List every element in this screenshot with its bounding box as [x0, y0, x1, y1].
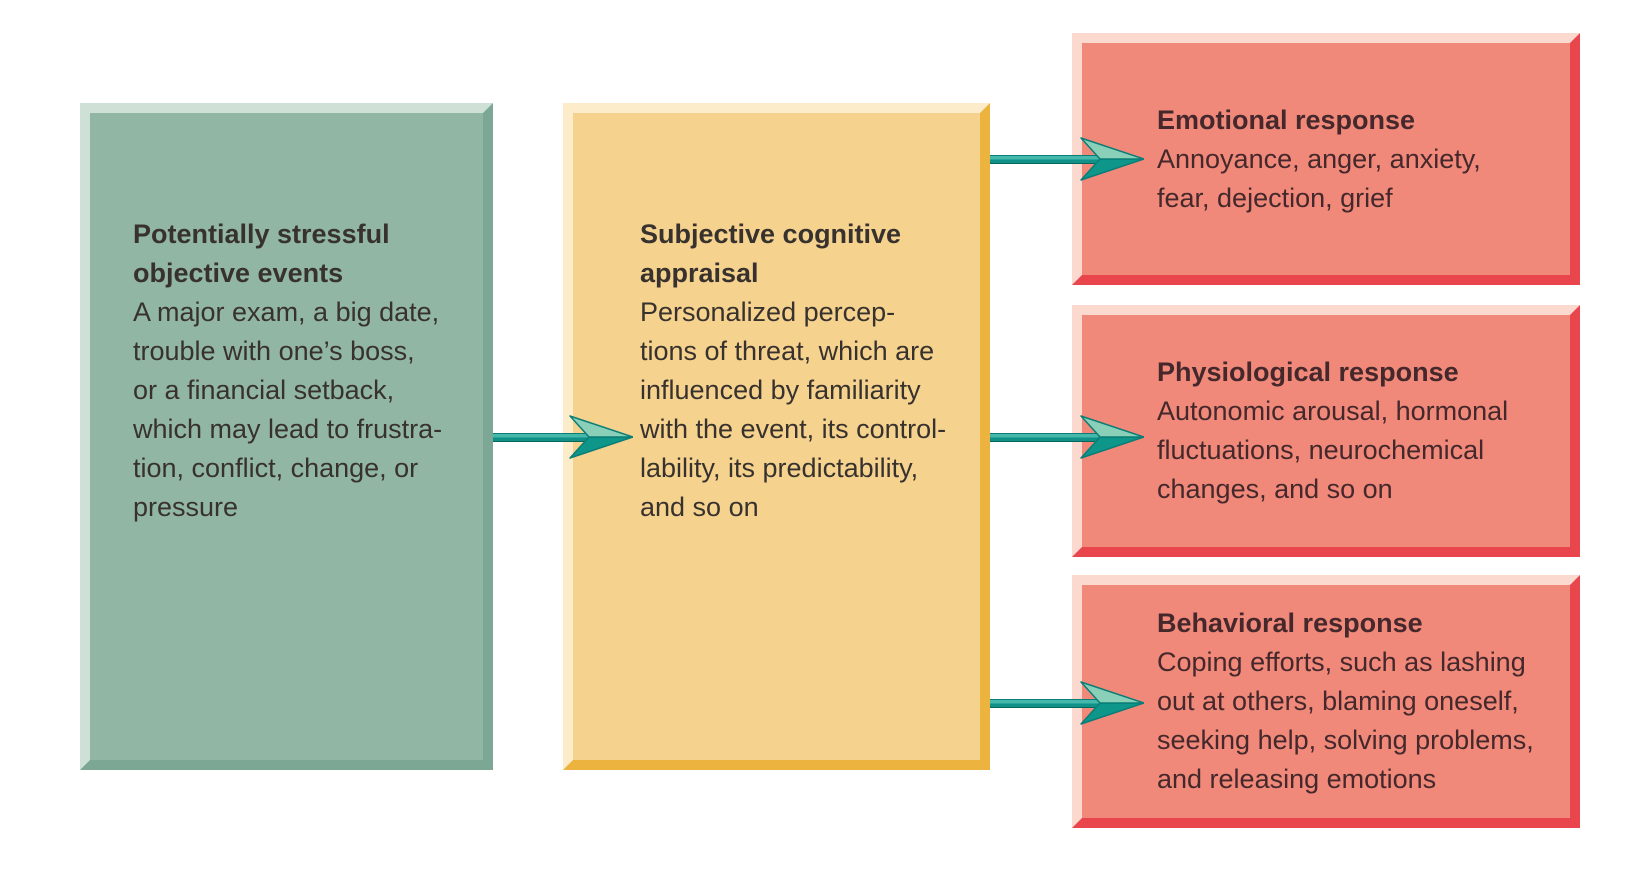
arrow-events-to-appraisal: [493, 415, 633, 459]
arrow-shaft: [990, 433, 1116, 442]
arrow-appraisal-to-behavioral: [990, 681, 1144, 725]
cognitive-appraisal-box: Subjective cognitive appraisal Personali…: [563, 103, 990, 770]
behavioral-response-body: Coping efforts, such as lashing out at o…: [1157, 647, 1534, 794]
objective-events-heading: Potentially stressful objective events: [133, 219, 390, 288]
objective-events-body: A major exam, a big date, trouble with o…: [133, 297, 443, 522]
cognitive-appraisal-body: Personalized percep- tions of threat, wh…: [640, 297, 947, 522]
arrow-head-icon: [1080, 415, 1144, 459]
arrow-appraisal-to-physiological: [990, 415, 1144, 459]
arrow-shaft: [990, 699, 1116, 708]
arrow-shaft: [493, 433, 605, 442]
behavioral-response-box: Behavioral response Coping efforts, such…: [1072, 575, 1580, 828]
emotional-response-heading: Emotional response: [1157, 104, 1416, 135]
physiological-response-body: Autonomic arousal, hormonal fluctuations…: [1157, 396, 1509, 504]
physiological-response-box: Physiological response Autonomic arousal…: [1072, 305, 1580, 557]
cognitive-appraisal-content: Subjective cognitive appraisal Personali…: [573, 113, 980, 527]
cognitive-appraisal-heading: Subjective cognitive appraisal: [640, 219, 902, 288]
arrow-shaft: [990, 155, 1116, 164]
behavioral-response-heading: Behavioral response: [1157, 608, 1423, 638]
objective-events-content: Potentially stressful objective events A…: [90, 113, 483, 527]
emotional-response-box: Emotional response Annoyance, anger, anx…: [1072, 33, 1580, 285]
arrow-appraisal-to-emotional: [990, 137, 1144, 181]
emotional-response-body: Annoyance, anger, anxiety, fear, dejecti…: [1157, 143, 1481, 213]
physiological-response-heading: Physiological response: [1157, 357, 1459, 387]
objective-events-box: Potentially stressful objective events A…: [80, 103, 493, 770]
arrow-head-icon: [1080, 137, 1144, 181]
arrow-head-icon: [1080, 681, 1144, 725]
arrow-head-icon: [569, 415, 633, 459]
